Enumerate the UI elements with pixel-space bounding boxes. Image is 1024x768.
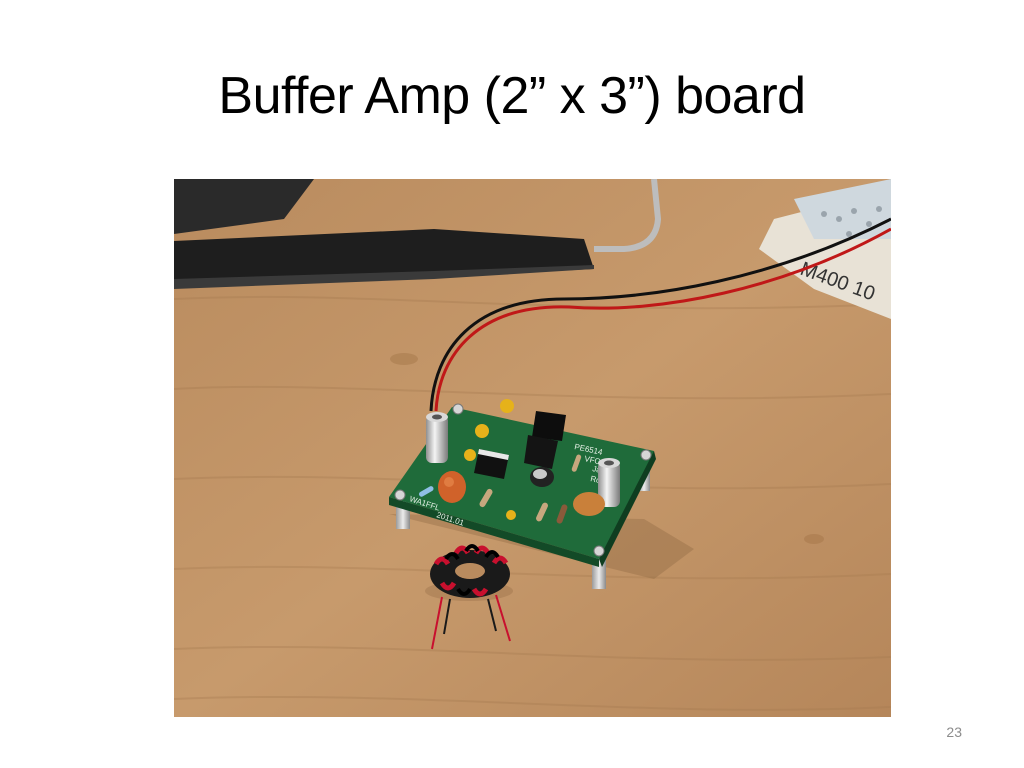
slide-number: 23 [946,724,962,740]
heatsink-2 [524,435,558,469]
heatsink-1 [532,411,566,441]
capacitor-yellow-2 [475,424,489,438]
capacitor-yellow-4 [506,510,516,520]
black-power-wire [429,217,891,412]
resistors [418,454,582,524]
toroid-winding-black [444,544,500,596]
capacitor-yellow-3 [464,449,476,461]
screws [821,206,882,237]
dark-object-top-left [174,179,314,234]
bnc-connector-left [426,415,448,463]
red-power-wire [434,227,891,412]
green-pcb [389,407,654,559]
silkscreen-vfo: VFO [584,454,602,466]
toroid-leads [431,594,511,650]
ceramic-capacitor-tan [573,492,605,516]
slide-title: Buffer Amp (2” x 3”) board [218,67,806,125]
board-photo-illustration: M400 10 PE6514 VFO Jame Robert WA1FFL 20… [174,179,891,717]
capacitor-yellow-1 [500,399,514,413]
board-screws [394,403,652,557]
tantalum-capacitor-orange [438,471,466,503]
board-photo: M400 10 PE6514 VFO Jame Robert WA1FFL 20… [174,179,891,717]
wood-knots [390,353,824,544]
gray-cable [594,179,662,252]
bnc-connector-right [598,461,620,507]
